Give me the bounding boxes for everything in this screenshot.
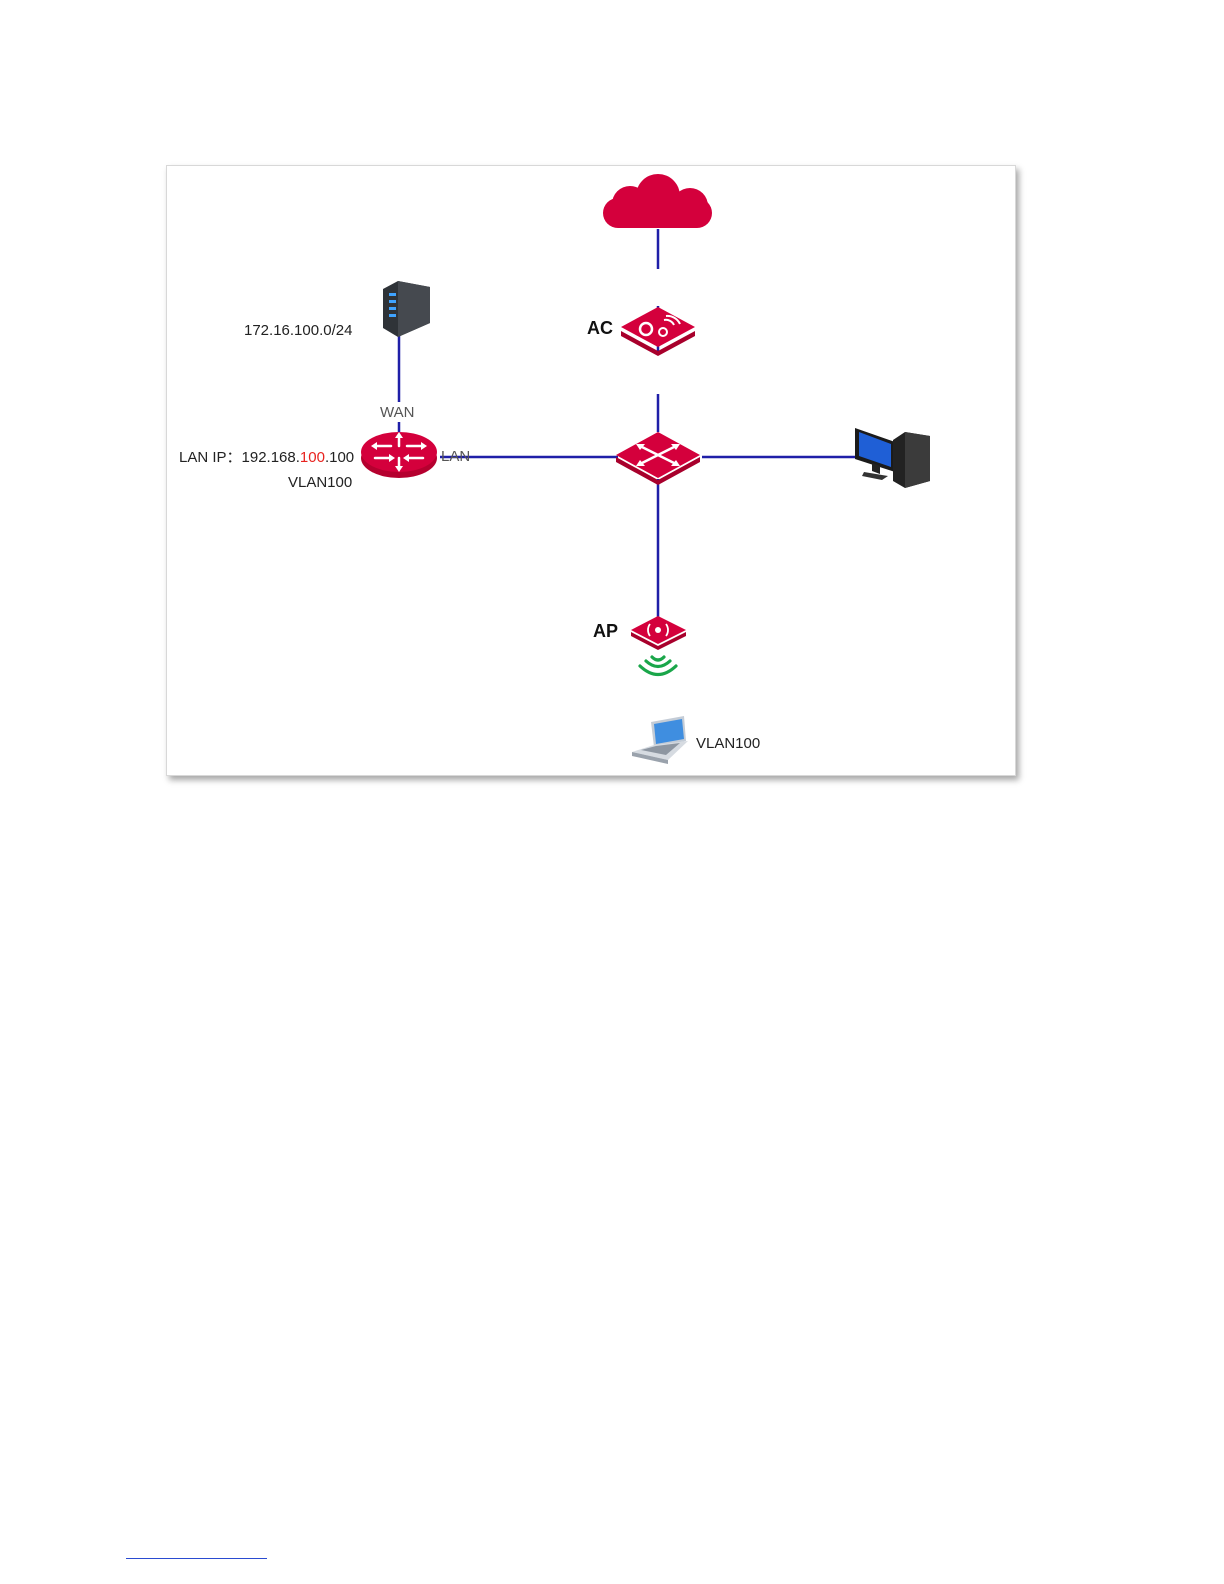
router-icon [361, 432, 437, 478]
wifi-signal-icon [640, 657, 676, 675]
links [399, 229, 860, 618]
switch-icon [616, 432, 700, 485]
router-vlan-label: VLAN100 [288, 474, 352, 491]
wan-port-label: WAN [380, 404, 414, 421]
access-point-icon [631, 616, 686, 650]
laptop-icon [632, 716, 688, 764]
desktop-pc-icon [855, 428, 930, 488]
client-vlan-label: VLAN100 [696, 735, 760, 752]
lan-ip-highlight: 100 [300, 449, 325, 466]
server-subnet-label: 172.16.100.0/24 [244, 322, 352, 339]
ap-label: AP [593, 621, 618, 642]
lan-ip-suffix: .100 [325, 449, 354, 466]
router-lan-ip-label: LAN IP：192.168.100.100 [179, 446, 354, 467]
lan-ip-prefix: LAN IP：192.168. [179, 449, 300, 466]
footer-rule [126, 1558, 267, 1559]
cloud-icon [603, 174, 712, 228]
ac-label: AC [587, 318, 613, 339]
server-icon [383, 281, 430, 337]
lan-port-label: LAN [441, 448, 470, 465]
